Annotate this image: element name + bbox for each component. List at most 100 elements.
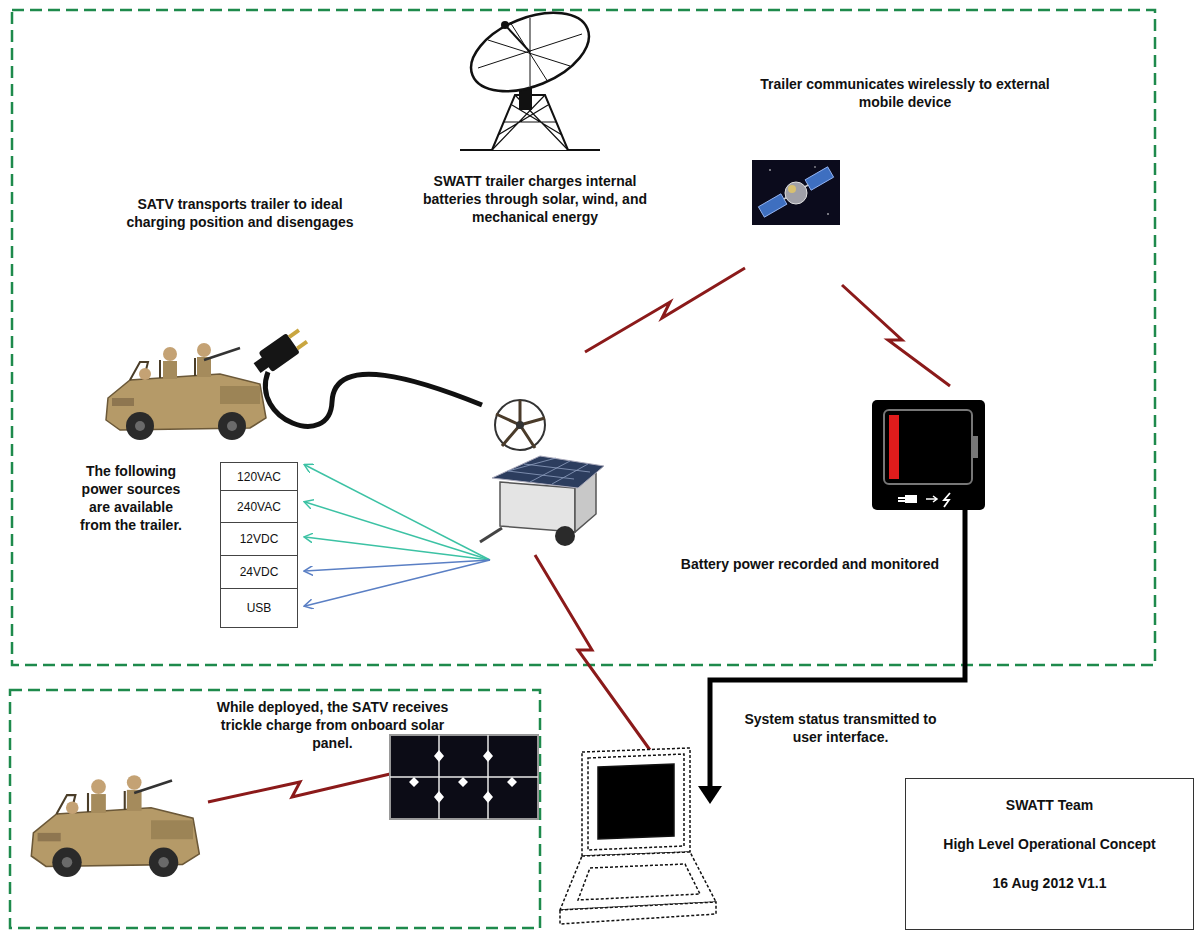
wind-turbine <box>495 400 545 450</box>
battery-icon <box>884 410 972 484</box>
satellite-image <box>827 213 829 215</box>
satellite-dish <box>460 0 600 150</box>
laptop-icon <box>560 902 716 924</box>
wind-turbine <box>496 400 545 448</box>
trailer-image <box>480 528 502 542</box>
battery-icon <box>889 415 899 479</box>
laptop-icon <box>560 748 716 924</box>
caption-text: System status transmitted to user interf… <box>733 710 948 746</box>
power-plug <box>250 326 310 378</box>
caption-text: SWATT trailer charges internal batteries… <box>405 172 665 226</box>
status-arrow <box>710 510 965 788</box>
power-plug <box>254 356 271 373</box>
wireless-link <box>842 285 950 386</box>
status-arrow <box>698 510 965 804</box>
satellite-dish <box>505 25 530 52</box>
trailer-image <box>480 456 604 546</box>
satellite-image <box>758 194 787 217</box>
power-source-cell: USB <box>220 588 298 628</box>
satellite-image <box>752 160 840 225</box>
battery-icon <box>926 496 937 502</box>
status-arrow <box>698 786 722 804</box>
solar-panel <box>390 735 538 819</box>
wind-turbine <box>516 421 524 429</box>
power-arrow <box>305 537 490 560</box>
satellite-dish <box>460 0 600 107</box>
battery-icon <box>898 497 905 499</box>
caption-box: While deployed, the SATV receives trickl… <box>210 698 455 752</box>
laptop-icon <box>582 748 690 856</box>
title-text: SWATT Team <box>1006 796 1093 814</box>
satellite-image <box>805 167 834 190</box>
power-arrow <box>305 560 490 606</box>
battery-icon <box>944 493 950 507</box>
group-outline <box>12 10 1155 665</box>
wireless-link <box>208 774 390 802</box>
wind-turbine <box>495 400 545 450</box>
laptop-icon <box>598 764 674 839</box>
title-text: High Level Operational Concept <box>943 835 1155 853</box>
power-source-cell: 24VDC <box>220 555 298 589</box>
satellite-dish <box>478 18 582 86</box>
power-plug <box>296 340 308 350</box>
cell-text: 12VDC <box>240 532 279 546</box>
trailer-image <box>508 458 590 484</box>
battery-icon <box>972 436 978 458</box>
trailer-image <box>492 456 604 488</box>
battery-icon <box>872 400 985 510</box>
caption-text: Trailer communicates wirelessly to exter… <box>745 75 1065 111</box>
caption-box: SATV transports trailer to ideal chargin… <box>120 195 360 231</box>
caption-text: While deployed, the SATV receives trickl… <box>210 698 455 752</box>
caption-box: Trailer communicates wirelessly to exter… <box>745 75 1065 111</box>
solar-panel <box>409 750 517 803</box>
cell-text: USB <box>247 601 272 615</box>
caption-box: System status transmitted to user interf… <box>733 710 948 746</box>
wireless-link <box>535 555 650 750</box>
caption-box: Battery power recorded and monitored <box>680 555 940 573</box>
battery-icon <box>898 500 905 502</box>
vehicle-image <box>31 775 199 877</box>
cell-text: 120VAC <box>237 470 281 484</box>
power-arrow <box>305 560 490 571</box>
satellite-image <box>814 166 815 167</box>
power-cable <box>265 372 482 426</box>
caption-text: Battery power recorded and monitored <box>680 555 940 573</box>
cell-text: 24VDC <box>240 565 279 579</box>
power-arrow <box>305 465 490 560</box>
power-source-cell: 240VAC <box>220 490 298 523</box>
vehicle-image <box>31 775 199 877</box>
group-outline <box>10 690 540 928</box>
satellite-image <box>788 185 796 193</box>
wireless-link <box>585 268 745 352</box>
satellite-image <box>752 160 840 225</box>
title-block: SWATT TeamHigh Level Operational Concept… <box>905 778 1194 930</box>
satellite-image <box>758 167 833 217</box>
vehicle-image <box>106 343 266 440</box>
title-text: 16 Aug 2012 V1.1 <box>993 874 1107 892</box>
laptop-icon <box>588 754 684 850</box>
battery-icon <box>872 400 985 510</box>
satellite-image <box>769 169 771 171</box>
trailer-image <box>500 482 575 532</box>
solar-panel <box>390 735 538 819</box>
caption-box: SWATT trailer charges internal batteries… <box>405 172 665 226</box>
cell-text: 240VAC <box>237 500 281 514</box>
power-plug <box>288 329 300 339</box>
battery-icon <box>905 495 917 503</box>
power-arrow <box>305 465 490 606</box>
power-source-cell: 120VAC <box>220 462 298 491</box>
laptop-icon <box>560 852 716 910</box>
caption-box: The following power sources are availabl… <box>75 462 187 534</box>
power-arrow <box>305 502 490 560</box>
power-source-cell: 12VDC <box>220 522 298 556</box>
caption-text: The following power sources are availabl… <box>75 462 187 534</box>
vehicle-image <box>106 343 266 440</box>
trailer-image <box>555 526 575 546</box>
wireless-link <box>208 268 950 802</box>
satellite-image <box>785 182 807 204</box>
satellite-dish <box>501 21 509 29</box>
solar-panel <box>390 735 538 819</box>
laptop-icon <box>578 864 700 900</box>
caption-text: SATV transports trailer to ideal chargin… <box>120 195 360 231</box>
